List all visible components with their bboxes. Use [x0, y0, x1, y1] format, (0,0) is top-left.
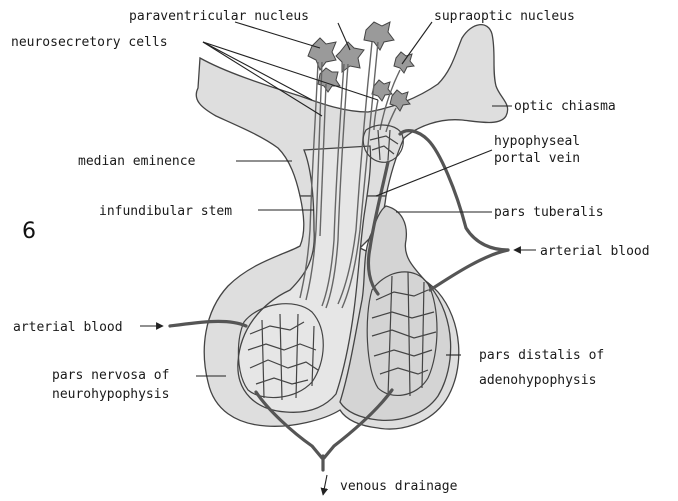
superior-hypophyseal-artery — [400, 131, 508, 250]
label-arterial-blood-left: arterial blood — [13, 320, 123, 335]
label-hypophyseal: hypophyseal — [494, 134, 580, 149]
label-pars-tuberalis: pars tuberalis — [494, 205, 604, 220]
label-neurohypophysis: neurohypophysis — [52, 387, 169, 402]
label-pars-distalis: pars distalis of — [479, 348, 604, 363]
anterior-lobe-artery — [430, 250, 508, 290]
label-optic-chiasma: optic chiasma — [514, 99, 616, 114]
label-venous-drainage: venous drainage — [340, 479, 458, 494]
label-median-eminence: median eminence — [78, 154, 196, 169]
neuron-cell-5 — [394, 52, 414, 73]
figure-number: 6 — [22, 219, 36, 244]
label-neurosecretory-cells: neurosecretory cells — [11, 35, 168, 50]
venous-drainage-arrow — [323, 475, 327, 495]
label-arterial-blood-right: arterial blood — [540, 244, 650, 259]
label-pars-nervosa: pars nervosa of — [52, 368, 169, 383]
label-paraventricular-nucleus: paraventricular nucleus — [129, 9, 309, 24]
label-portal-vein: portal vein — [494, 151, 580, 166]
neuron-cell-3 — [364, 22, 394, 50]
label-supraoptic-nucleus: supraoptic nucleus — [434, 9, 575, 24]
label-infundibular-stem: infundibular stem — [99, 204, 232, 219]
neurosecretory-cells — [308, 22, 414, 111]
neuron-cell-2 — [336, 42, 364, 72]
label-adenohypophysis: adenohypophysis — [479, 373, 596, 388]
